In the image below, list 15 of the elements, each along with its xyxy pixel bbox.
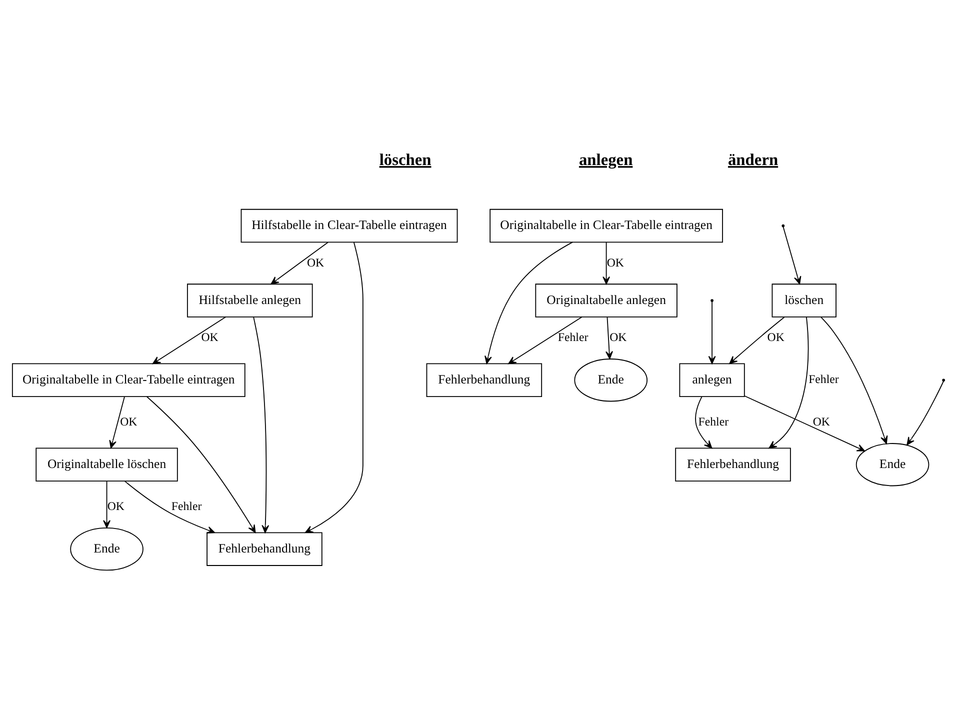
edge-label: OK bbox=[767, 330, 784, 344]
edge-label: Fehler bbox=[698, 414, 729, 428]
edge-label: OK bbox=[120, 414, 138, 428]
label: anlegen bbox=[578, 150, 633, 170]
edge-label: OK bbox=[606, 255, 624, 270]
edge-label: Fehler bbox=[558, 330, 588, 344]
edge-label: Fehler bbox=[808, 372, 839, 386]
edge-label: OK bbox=[812, 414, 830, 428]
edge-label: OK bbox=[201, 330, 218, 344]
edge-label: Fehler bbox=[171, 498, 202, 513]
label: löschen bbox=[379, 150, 432, 170]
edge-label: OK bbox=[107, 498, 124, 513]
label: ändern bbox=[728, 150, 778, 170]
edge-label: OK bbox=[306, 255, 324, 270]
edge-label: OK bbox=[610, 330, 627, 344]
